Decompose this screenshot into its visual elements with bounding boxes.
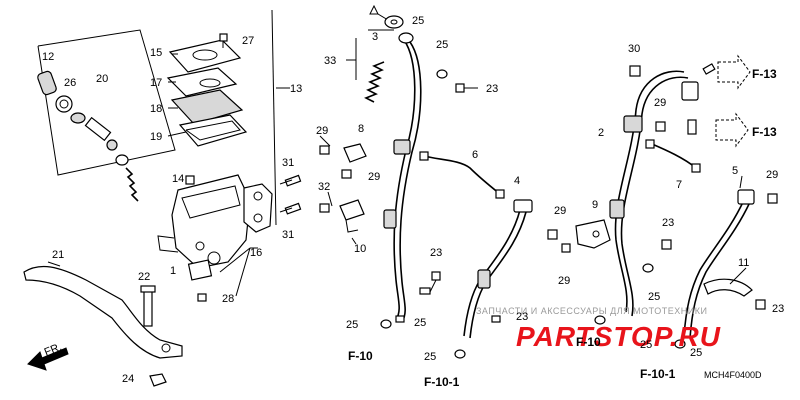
ref-box-f13-top: [702, 54, 751, 90]
callout-25-d: 25: [424, 351, 436, 363]
callout-3: 3: [372, 31, 378, 43]
watermark-tagline: ЗАПЧАСТИ И АКСЕССУАРЫ ДЛЯ МОТОТЕХНИКИ: [476, 306, 707, 316]
callout-19: 19: [150, 131, 162, 143]
callout-15: 15: [150, 47, 162, 59]
ref-f10-left[interactable]: F-10: [348, 349, 373, 363]
callout-29-c: 29: [654, 97, 666, 109]
callout-18: 18: [150, 103, 162, 115]
callout-25-a: 25: [436, 39, 448, 51]
callout-25-c: 25: [414, 317, 426, 329]
watermark: ЗАПЧАСТИ И АКСЕССУАРЫ ДЛЯ МОТОТЕХНИКИ PA…: [476, 306, 721, 352]
callout-25-f: 25: [640, 339, 652, 351]
callout-9: 9: [592, 199, 598, 211]
section-references: F-13 F-13 F-10 F-10 F-10-1 F-10-1: [348, 67, 777, 389]
callout-2: 2: [598, 127, 604, 139]
callout-13: 13: [290, 83, 302, 95]
front-brake-hose-group: [319, 4, 533, 359]
callout-25-top: 25: [412, 15, 424, 27]
callout-numbers: 15 17 18 19 27 13 12 26 20 14 16 1 28 31…: [42, 15, 784, 385]
callout-23-top: 23: [486, 83, 498, 95]
callout-25-e: 25: [648, 291, 660, 303]
callout-16: 16: [250, 247, 262, 259]
callout-23-c: 23: [662, 217, 674, 229]
ref-f13-mid[interactable]: F-13: [752, 125, 777, 139]
callout-1: 1: [170, 265, 176, 277]
callout-29-d: 29: [554, 205, 566, 217]
callout-23-d: 23: [772, 303, 784, 315]
callout-4: 4: [514, 175, 520, 187]
callout-6: 6: [472, 149, 478, 161]
callout-25-g: 25: [690, 347, 702, 359]
callout-21: 21: [52, 249, 64, 261]
callout-11: 11: [738, 257, 749, 269]
callout-23-mid: 23: [430, 247, 442, 259]
diagram-code: MCH4F0400D: [704, 370, 762, 380]
callout-28: 28: [222, 293, 234, 305]
front-direction-arrow: FR.: [27, 341, 69, 371]
callout-10: 10: [354, 243, 366, 255]
callout-24: 24: [122, 373, 134, 385]
callout-14: 14: [172, 173, 184, 185]
callout-33: 33: [324, 55, 336, 67]
ref-f10-1-left[interactable]: F-10-1: [424, 375, 460, 389]
callout-7: 7: [676, 179, 682, 191]
callout-29-b: 29: [368, 171, 380, 183]
callout-23-b: 23: [516, 311, 528, 323]
callout-29-a: 29: [316, 125, 328, 137]
callout-12: 12: [42, 51, 54, 63]
callout-20: 20: [96, 73, 108, 85]
callout-25-b: 25: [346, 319, 358, 331]
callout-5: 5: [732, 165, 738, 177]
ref-f10-1-right[interactable]: F-10-1: [640, 367, 676, 381]
callout-31a: 31: [282, 157, 294, 169]
callout-8: 8: [358, 123, 364, 135]
callout-31b: 31: [282, 229, 294, 241]
watermark-brand: PARTSTOP.RU: [516, 321, 721, 352]
callout-22: 22: [138, 271, 150, 283]
callout-29-f: 29: [766, 169, 778, 181]
master-cylinder-group: FR.: [23, 9, 302, 387]
rear-brake-hose-group: [547, 54, 778, 349]
callout-27: 27: [242, 35, 254, 47]
callout-32: 32: [318, 181, 330, 193]
ref-f10-right[interactable]: F-10: [576, 335, 601, 349]
ref-box-f13-mid: [687, 112, 749, 148]
callout-26: 26: [64, 77, 76, 89]
callout-29-e: 29: [558, 275, 570, 287]
callout-30: 30: [628, 43, 640, 55]
callout-17: 17: [150, 77, 162, 89]
ref-f13-top[interactable]: F-13: [752, 67, 777, 81]
